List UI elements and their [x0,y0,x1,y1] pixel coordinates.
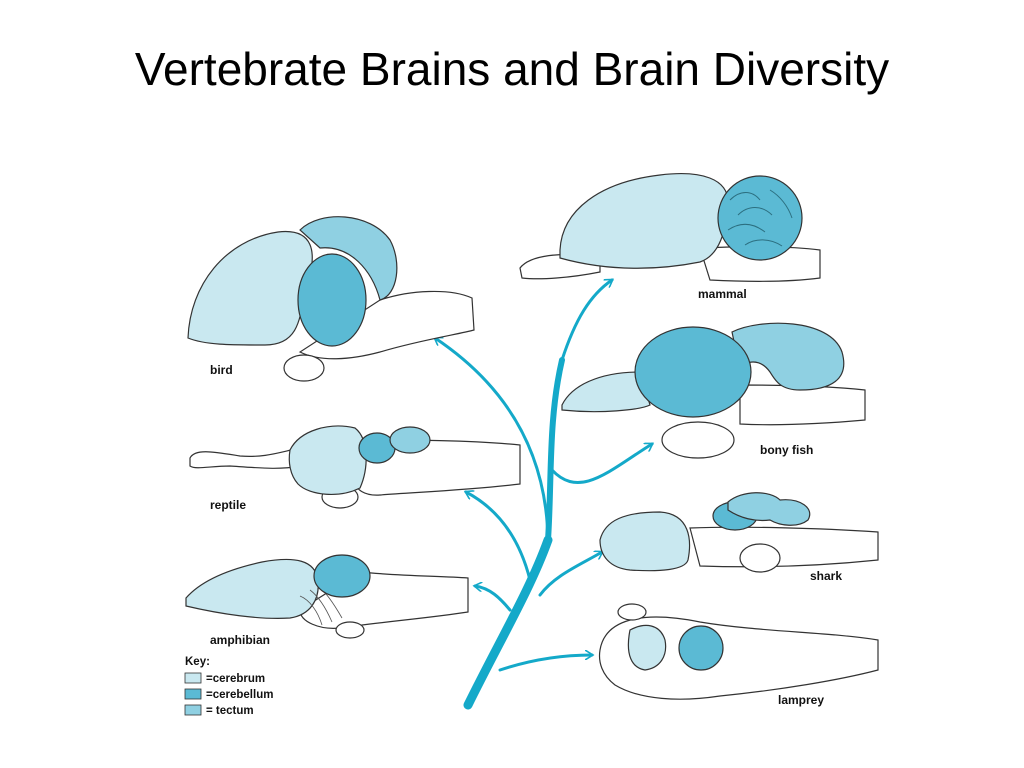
branch-to-amphibian [475,586,510,610]
mammal-cerebellum [718,176,802,260]
label-mammal: mammal [698,287,747,301]
branch-to-shark [540,552,602,595]
shark-pituitary [740,544,780,572]
amphibian-tectum [314,555,370,597]
label-bird: bird [210,363,233,377]
bird-brain [188,217,474,381]
reptile-tectum [359,433,395,463]
label-lamprey: lamprey [778,693,824,707]
key-label-tectum: = tectum [206,705,254,717]
bird-cerebrum [188,232,312,345]
amphibian-cerebrum [186,559,318,618]
lamprey-cerebrum [628,625,665,670]
key-swatch-cerebrum [185,673,201,683]
tree-trunk [468,540,548,705]
lamprey-pineal [618,604,646,620]
legend-key: Key: =cerebrum =cerebellum = tectum [185,656,273,717]
shark-brain [600,493,878,572]
key-title: Key: [185,656,210,668]
tree-trunk-upper [548,360,562,540]
key-label-cerebellum: =cerebellum [206,689,273,701]
label-amphibian: amphibian [210,633,270,647]
lamprey-tectum [679,626,723,670]
mammal-brain [520,174,820,282]
bird-tectum [298,254,366,346]
bony-fish-pituitary [662,422,734,458]
bony-fish-tectum [635,327,751,417]
reptile-olfactory-tract [190,448,300,468]
branch-to-bony-fish [552,444,652,483]
key-swatch-tectum [185,705,201,715]
amphibian-pituitary [336,622,364,638]
reptile-cerebrum [289,426,366,494]
label-shark: shark [810,569,842,583]
label-bony-fish: bony fish [760,443,813,457]
amphibian-brain [186,555,468,638]
shark-brainstem [690,527,878,567]
branch-to-reptile [466,492,530,580]
bony-fish-brain [562,323,865,458]
reptile-cerebellum [390,427,430,453]
key-label-cerebrum: =cerebrum [206,673,265,685]
shark-cerebrum [600,512,690,571]
branch-to-lamprey [500,655,592,670]
branch-to-mammal [562,280,612,360]
lamprey-brain [600,604,878,699]
bony-fish-brainstem [740,385,865,425]
key-swatch-cerebellum [185,689,201,699]
mammal-cerebrum [560,174,728,269]
bird-pituitary [284,355,324,381]
label-reptile: reptile [210,498,246,512]
